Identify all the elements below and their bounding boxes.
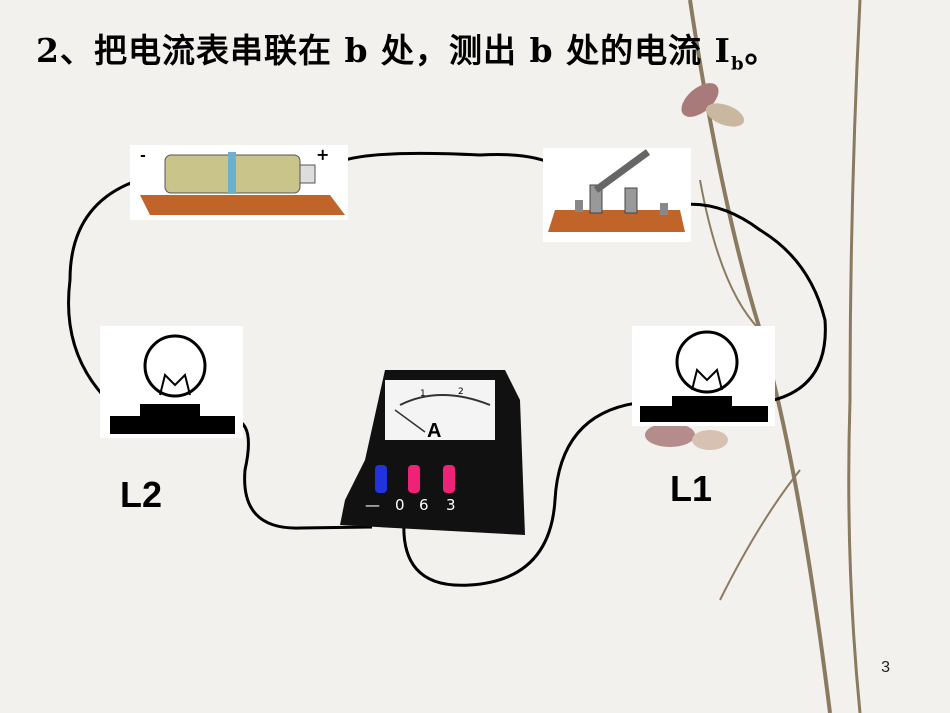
- label-l2: L2: [120, 474, 163, 515]
- terminal-3: 3: [446, 496, 456, 514]
- battery-minus-label: -: [140, 148, 146, 164]
- title-end: 。: [744, 31, 779, 70]
- battery: - +: [130, 145, 348, 220]
- label-l1: L1: [670, 468, 713, 509]
- terminal-0: 0: [395, 496, 405, 514]
- title-text: 2、把电流表串联在 b 处，测出 b 处的电流 I: [36, 31, 731, 70]
- ammeter: A 1 2 — 0 6 3: [340, 370, 525, 535]
- switch: [543, 148, 691, 242]
- scale-1: 1: [420, 389, 426, 399]
- terminal-6: 6: [419, 496, 429, 514]
- page-number: 3: [881, 659, 890, 676]
- scale-2: 2: [458, 387, 464, 397]
- butterfly-decoration: [645, 83, 745, 450]
- terminal-minus: —: [365, 496, 380, 514]
- slide-title: 2、把电流表串联在 b 处，测出 b 处的电流 Ib。: [36, 24, 779, 75]
- bulb-l1: [632, 326, 775, 426]
- bulb-l2: [100, 326, 243, 438]
- title-subscript: b: [731, 53, 745, 75]
- ammeter-symbol: A: [427, 420, 441, 442]
- battery-plus-label: +: [316, 145, 329, 164]
